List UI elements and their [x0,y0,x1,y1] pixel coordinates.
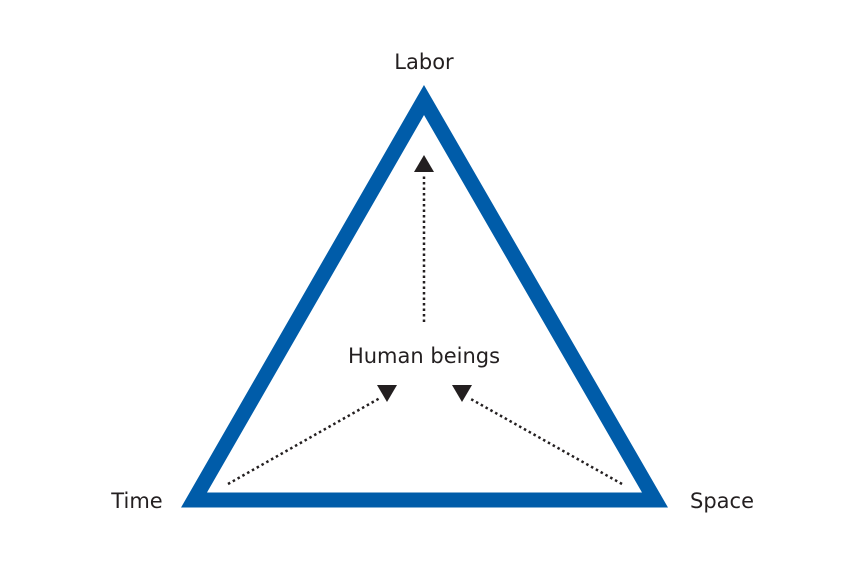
arrow-from-space-line [468,396,623,486]
arrow-from-space-head [452,385,472,402]
arrow-from-time-head [377,385,397,402]
space-label: Space [690,489,754,513]
triangle [181,84,668,508]
arrow-to-labor-head [414,155,434,172]
arrow-from-time-line [227,396,381,486]
labor-label: Labor [394,50,454,74]
time-label: Time [111,489,163,513]
human-beings-label: Human beings [347,344,501,368]
